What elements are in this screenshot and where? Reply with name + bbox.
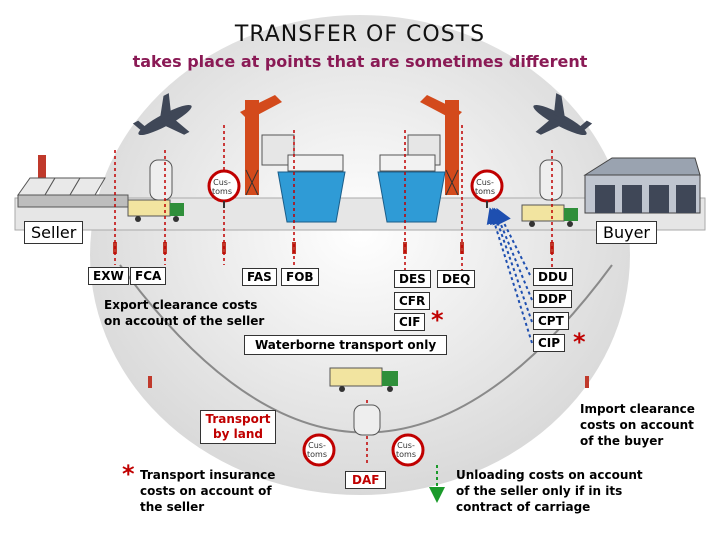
waterborne-note: Waterborne transport only: [244, 335, 448, 355]
term-cip: CIP: [533, 334, 566, 352]
customs-icon: [391, 433, 425, 467]
export-note-line1: Export clearance costs: [104, 298, 258, 312]
crane-icon: [240, 95, 295, 196]
customs-label: Cus- toms: [212, 178, 232, 196]
import-note-line3: of the buyer: [580, 434, 664, 448]
unloading-note-line3: contract of carriage: [456, 500, 591, 514]
cost-transfer-lines: [114, 125, 553, 465]
airplane-icon: [533, 93, 593, 136]
factory-icon: [17, 155, 129, 208]
export-note-line2: on account of the seller: [104, 314, 265, 328]
page-subtitle: takes place at points that are sometimes…: [132, 52, 588, 71]
customs-label: Cus- toms: [475, 178, 495, 196]
transport-by-land-line1: Transport: [205, 412, 271, 426]
transport-by-land-line2: by land: [213, 427, 263, 441]
import-note-line1: Import clearance: [580, 402, 695, 416]
buyer-arrows: [486, 207, 533, 344]
unloading-note-line2: of the seller only if in its: [456, 484, 623, 498]
customs-icon: [302, 433, 336, 467]
term-ddp: DDP: [533, 290, 572, 308]
term-daf: DAF: [345, 471, 387, 489]
insurance-note-line3: the seller: [140, 500, 205, 514]
term-exw: EXW: [88, 267, 129, 285]
term-fob: FOB: [281, 268, 319, 286]
customs-label: Cus- toms: [396, 441, 416, 459]
term-fca: FCA: [130, 267, 167, 285]
transport-by-land-box: Transport by land: [200, 410, 276, 444]
page-title: TRANSFER OF COSTS: [234, 22, 486, 47]
customs-icon: [470, 169, 504, 208]
insurance-note-line1: Transport insurance: [140, 468, 276, 482]
star-mark: *: [573, 328, 586, 356]
term-fas: FAS: [242, 268, 277, 286]
import-note-line2: costs on account: [580, 418, 694, 432]
buyer-label: Buyer: [596, 221, 658, 244]
ship-icon: [277, 154, 346, 223]
term-cif: CIF: [394, 313, 426, 331]
silo-icon: [539, 159, 563, 201]
customs-icon: [207, 169, 241, 208]
truck-icon: [521, 204, 578, 227]
background-circle: [90, 15, 630, 495]
ship-icon: [377, 154, 446, 223]
term-cfr: CFR: [394, 292, 431, 310]
star-mark: *: [122, 460, 135, 488]
star-mark: *: [431, 306, 444, 334]
term-deq: DEQ: [437, 270, 476, 288]
term-cpt: CPT: [533, 312, 569, 330]
truck-icon: [127, 199, 184, 222]
seller-label: Seller: [24, 221, 84, 244]
warehouse-icon: [583, 157, 701, 214]
term-des: DES: [394, 270, 431, 288]
unloading-note-line1: Unloading costs on account: [456, 468, 643, 482]
train-icon: [329, 367, 398, 392]
term-ddu: DDU: [533, 268, 573, 286]
silo-icon: [353, 404, 381, 436]
insurance-note-line2: costs on account of: [140, 484, 272, 498]
silo-icon: [149, 159, 173, 201]
airplane-icon: [132, 93, 192, 136]
customs-label: Cus- toms: [307, 441, 327, 459]
